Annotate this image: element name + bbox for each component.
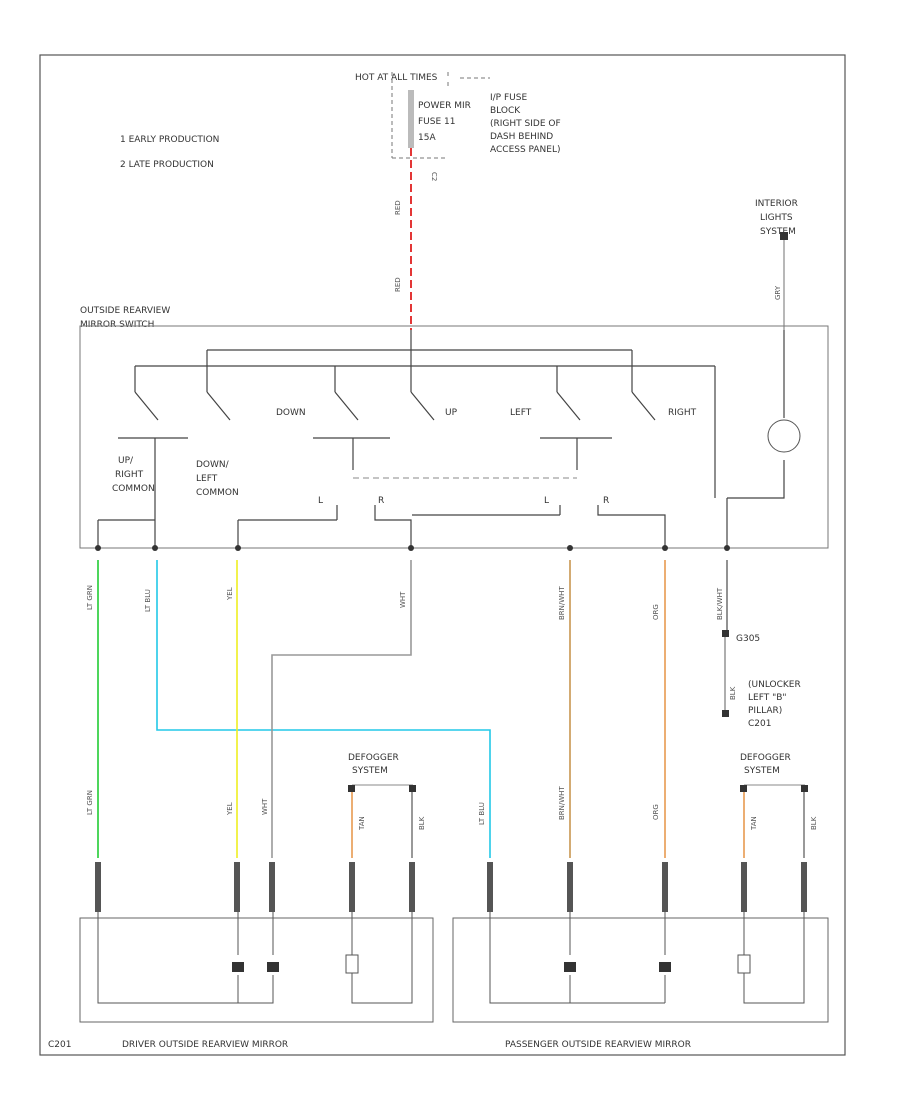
passenger-defogger-grid-icon xyxy=(737,954,751,974)
wire-label-gry: GRY xyxy=(774,285,782,300)
passenger-mirror-motors xyxy=(489,912,805,1004)
ip-fuse-line-3: (RIGHT SIDE OF xyxy=(490,119,561,129)
wire-label-lt-grn-top: LT GRN xyxy=(86,585,94,610)
hot-at-all-times-label: HOT AT ALL TIMES xyxy=(355,73,438,83)
wire-label-lt-grn-bot: LT GRN xyxy=(86,790,94,815)
mirror-switch-box xyxy=(79,325,829,549)
wire-label-blk-passenger: BLK xyxy=(810,816,818,830)
wire-label-org-bot: ORG xyxy=(652,804,660,820)
wire-label-wht-bot: WHT xyxy=(261,798,269,815)
defogger-driver: DEFOGGER SYSTEM TAN BLK xyxy=(348,753,426,858)
ground-desc-3: PILLAR) xyxy=(748,706,782,716)
driver-defogger-grid-icon xyxy=(345,954,359,974)
switch-label-down: DOWN xyxy=(276,408,306,418)
wire-label-blk-wht: BLK/WHT xyxy=(716,587,724,620)
interior-label-2: LIGHTS xyxy=(760,213,793,223)
up-right-common-3: COMMON xyxy=(112,484,155,494)
fuse-line-3: 15A xyxy=(418,133,436,143)
interior-lights-terminal xyxy=(780,232,788,240)
switch-title-1: OUTSIDE REARVIEW xyxy=(80,306,170,316)
defogger-passenger-label-1: DEFOGGER xyxy=(740,753,791,763)
ground-desc-2: LEFT "B" xyxy=(748,693,787,703)
wire-label-brn-bot: BRN/WHT xyxy=(558,786,566,820)
fuse-line-1: POWER MIR xyxy=(418,101,471,111)
wire-label-tan-passenger: TAN xyxy=(750,816,758,831)
interior-label-1: INTERIOR xyxy=(755,199,798,209)
driver-mirror-motors xyxy=(97,912,413,1004)
ground-splice-terminal xyxy=(722,630,729,637)
ground-desc-1: (UNLOCKER xyxy=(748,680,801,690)
down-left-common-2: LEFT xyxy=(196,474,218,484)
c2-connector-label: C2 xyxy=(430,172,438,181)
switch-contacts xyxy=(97,330,785,548)
wire-lt-blu xyxy=(156,560,491,858)
ground-desc-4: C201 xyxy=(748,719,771,729)
ground-terminal xyxy=(722,710,729,717)
driver-mirror-label: DRIVER OUTSIDE REARVIEW MIRROR xyxy=(122,1040,288,1050)
down-left-common-1: DOWN/ xyxy=(196,460,230,470)
switch-label-up: UP xyxy=(445,408,458,418)
wire-label-yel-bot: YEL xyxy=(226,802,234,816)
switch-r-passenger: R xyxy=(603,496,609,506)
illumination-lamp-icon xyxy=(767,419,801,453)
defogger-driver-label-2: SYSTEM xyxy=(352,766,388,776)
passenger-leftright-motor-icon xyxy=(659,962,671,972)
ground-id: G305 xyxy=(736,634,760,644)
interior-label-3: SYSTEM xyxy=(760,227,796,237)
wire-wht xyxy=(271,560,412,858)
wire-label-org-top: ORG xyxy=(652,604,660,620)
wire-label-lt-blu-top: LT BLU xyxy=(144,589,152,612)
mirror-connector-pins xyxy=(95,862,807,912)
wire-label-red-2: RED xyxy=(394,277,402,292)
ip-fuse-line-1: I/P FUSE xyxy=(490,93,527,103)
switch-connector-dots xyxy=(95,545,730,551)
switch-l-passenger: L xyxy=(544,496,549,506)
passenger-mirror-box xyxy=(452,917,829,1023)
switch-label-right: RIGHT xyxy=(668,408,697,418)
driver-mirror-box xyxy=(79,917,434,1023)
switch-label-left: LEFT xyxy=(510,408,532,418)
up-right-common-2: RIGHT xyxy=(115,470,144,480)
fuse-icon xyxy=(408,90,414,148)
wire-label-yel-top: YEL xyxy=(226,587,234,601)
switch-l-driver: L xyxy=(318,496,323,506)
wire-label-lt-blu-bot: LT BLU xyxy=(478,802,486,825)
wire-label-wht-top: WHT xyxy=(399,591,407,608)
mirror-connector-code: C201 xyxy=(48,1040,71,1050)
ip-fuse-line-2: BLOCK xyxy=(490,106,521,116)
wire-label-brn-top: BRN/WHT xyxy=(558,586,566,620)
driver-updown-motor-icon xyxy=(232,962,244,972)
wire-label-tan-driver: TAN xyxy=(358,816,366,831)
defogger-passenger-label-2: SYSTEM xyxy=(744,766,780,776)
note-early-production: 1 EARLY PRODUCTION xyxy=(120,135,219,145)
wire-label-blk-driver: BLK xyxy=(418,816,426,830)
ip-fuse-line-5: ACCESS PANEL) xyxy=(490,145,561,155)
passenger-mirror-label: PASSENGER OUTSIDE REARVIEW MIRROR xyxy=(505,1040,691,1050)
fuse-block: HOT AT ALL TIMES POWER MIR FUSE 11 15A I… xyxy=(355,72,561,181)
passenger-updown-motor-icon xyxy=(564,962,576,972)
note-late-production: 2 LATE PRODUCTION xyxy=(120,160,214,170)
wire-label-red-1: RED xyxy=(394,200,402,215)
ip-fuse-line-4: DASH BEHIND xyxy=(490,132,553,142)
driver-leftright-motor-icon xyxy=(267,962,279,972)
diagram-frame xyxy=(39,54,846,1056)
fuse-line-2: FUSE 11 xyxy=(418,117,455,127)
defogger-driver-label-1: DEFOGGER xyxy=(348,753,399,763)
up-right-common-1: UP/ xyxy=(118,456,134,466)
wire-label-blk: BLK xyxy=(729,686,737,700)
switch-r-driver: R xyxy=(378,496,384,506)
defogger-passenger: DEFOGGER SYSTEM TAN BLK xyxy=(740,753,818,858)
down-left-common-3: COMMON xyxy=(196,488,239,498)
switch-title-2: MIRROR SWITCH xyxy=(80,320,154,330)
